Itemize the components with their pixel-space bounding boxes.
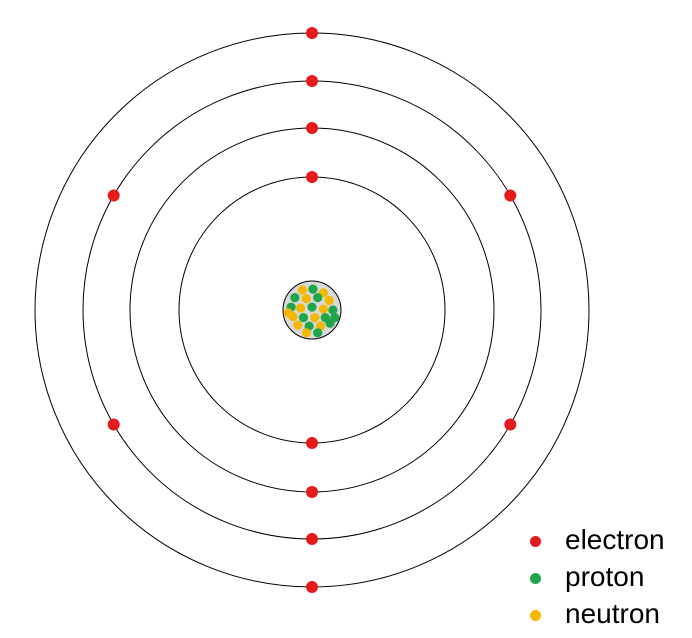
electron-marker-icon xyxy=(530,536,541,547)
proton xyxy=(298,313,309,323)
electron xyxy=(306,486,318,498)
proton xyxy=(313,328,323,338)
neutron xyxy=(296,303,306,313)
neutron xyxy=(293,320,303,330)
electron xyxy=(306,27,318,39)
proton xyxy=(308,284,318,294)
neutron xyxy=(283,308,293,318)
neutron xyxy=(318,304,328,314)
legend-label-electron: electron xyxy=(565,524,665,555)
legend-item-proton: proton xyxy=(527,559,687,596)
electron xyxy=(306,122,318,134)
nucleus xyxy=(282,280,342,340)
neutron xyxy=(297,285,308,295)
proton xyxy=(307,302,317,312)
electron xyxy=(107,418,120,431)
electron xyxy=(107,189,120,202)
legend-item-electron: electron xyxy=(527,522,687,559)
electron xyxy=(306,533,318,545)
electron xyxy=(306,75,318,87)
legend-item-neutron: neutron xyxy=(527,596,687,633)
neutron xyxy=(301,294,311,304)
legend-label-proton: proton xyxy=(565,561,645,592)
electron xyxy=(306,581,318,593)
proton xyxy=(328,305,338,315)
legend-label-neutron: neutron xyxy=(565,598,660,629)
neutron xyxy=(301,328,311,338)
proton xyxy=(290,293,300,303)
neutron-marker-icon xyxy=(530,610,541,621)
proton xyxy=(313,293,323,303)
electron xyxy=(306,171,318,183)
proton-marker-icon xyxy=(530,573,541,584)
electron xyxy=(306,437,318,449)
electron xyxy=(504,418,517,431)
legend: electron proton neutron xyxy=(527,522,687,633)
neutron xyxy=(324,295,334,306)
proton xyxy=(330,313,340,323)
electron xyxy=(504,189,517,202)
electrons xyxy=(107,27,517,593)
neutron xyxy=(310,313,320,323)
